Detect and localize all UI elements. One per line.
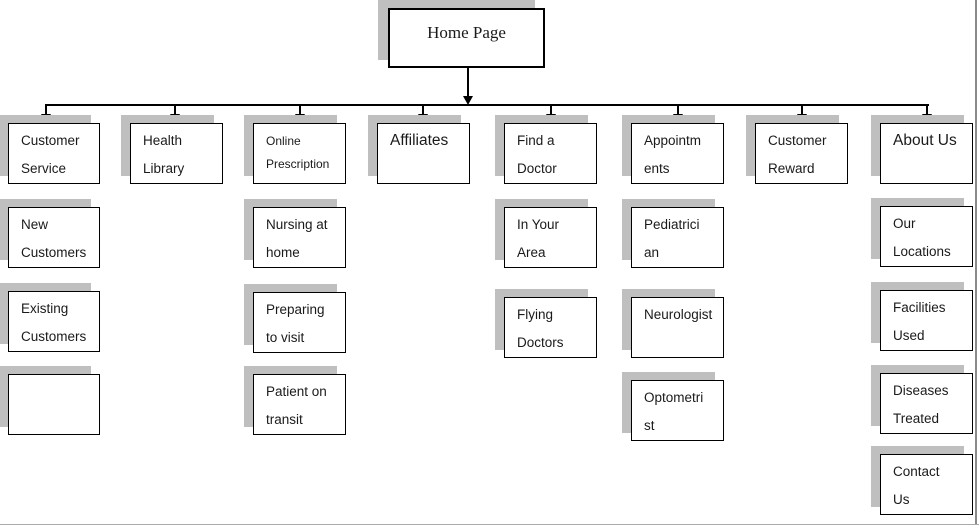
- node-label: Nursing at home: [253, 207, 346, 268]
- node-our-locations: Our Locations: [871, 198, 973, 267]
- node-label: [8, 374, 100, 435]
- node-nursing-at-home: Nursing at home: [244, 199, 346, 268]
- node-facilities-used: Facilities Used: [871, 282, 973, 351]
- node-label: About Us: [880, 123, 973, 184]
- node-flying-doctors: Flying Doctors: [495, 289, 597, 358]
- node-health-library: Health Library: [121, 115, 223, 184]
- node-existing-customers: Existing Customers: [0, 283, 100, 352]
- node-label: New Customers: [8, 207, 100, 268]
- node-preparing-to-visit: Preparing to visit: [244, 284, 346, 353]
- node-label: Customer Service: [8, 123, 100, 184]
- node-label: In Your Area: [504, 207, 597, 268]
- node-label: Health Library: [130, 123, 223, 184]
- node-label: Flying Doctors: [504, 297, 597, 358]
- node-label: Home Page: [388, 8, 545, 68]
- node-label: Contact Us: [880, 454, 973, 515]
- arrowhead-root: [463, 96, 473, 105]
- node-label: Appointm ents: [631, 123, 724, 184]
- connector-stem: [174, 104, 176, 116]
- node-affiliates: Affiliates: [368, 115, 470, 184]
- node-label: Find a Doctor: [504, 123, 597, 184]
- node-label: Diseases Treated: [880, 373, 973, 434]
- node-patient-on-transit: Patient on transit: [244, 366, 346, 435]
- node-label: Patient on transit: [253, 374, 346, 435]
- node-label: Preparing to visit: [253, 292, 346, 353]
- node-label: Online Prescription: [253, 123, 346, 184]
- node-new-customers: New Customers: [0, 199, 100, 268]
- node-label: Our Locations: [880, 206, 973, 267]
- node-about-us: About Us: [871, 115, 973, 184]
- node-label: Pediatrici an: [631, 207, 724, 268]
- node-optometrist: Optometri st: [622, 372, 724, 441]
- node-label: Neurologist: [631, 297, 724, 358]
- connector-stem: [422, 104, 424, 116]
- node-label: Affiliates: [377, 123, 470, 184]
- connector-stem: [801, 104, 803, 116]
- node-label: Optometri st: [631, 380, 724, 441]
- node-appointments: Appointm ents: [622, 115, 724, 184]
- page-right-border: [975, 0, 977, 525]
- connector-stem: [299, 104, 301, 116]
- connector-root-stem: [467, 68, 469, 97]
- node-label: Facilities Used: [880, 290, 973, 351]
- node-label: Existing Customers: [8, 291, 100, 352]
- connector-stem: [677, 104, 679, 116]
- connector-stem: [550, 104, 552, 116]
- node-empty: [0, 366, 100, 435]
- node-label: Customer Reward: [755, 123, 848, 184]
- node-customer-reward: Customer Reward: [746, 115, 848, 184]
- node-in-your-area: In Your Area: [495, 199, 597, 268]
- node-pediatrician: Pediatrici an: [622, 199, 724, 268]
- node-home-page: Home Page: [378, 0, 545, 68]
- node-online-prescription: Online Prescription: [244, 115, 346, 184]
- node-diseases-treated: Diseases Treated: [871, 365, 973, 434]
- connector-trunk: [45, 104, 929, 106]
- node-customer-service: Customer Service: [0, 115, 100, 184]
- connector-stem: [45, 104, 47, 116]
- connector-stem: [926, 104, 928, 116]
- node-find-a-doctor: Find a Doctor: [495, 115, 597, 184]
- node-contact-us: Contact Us: [871, 446, 973, 515]
- node-neurologist: Neurologist: [622, 289, 724, 358]
